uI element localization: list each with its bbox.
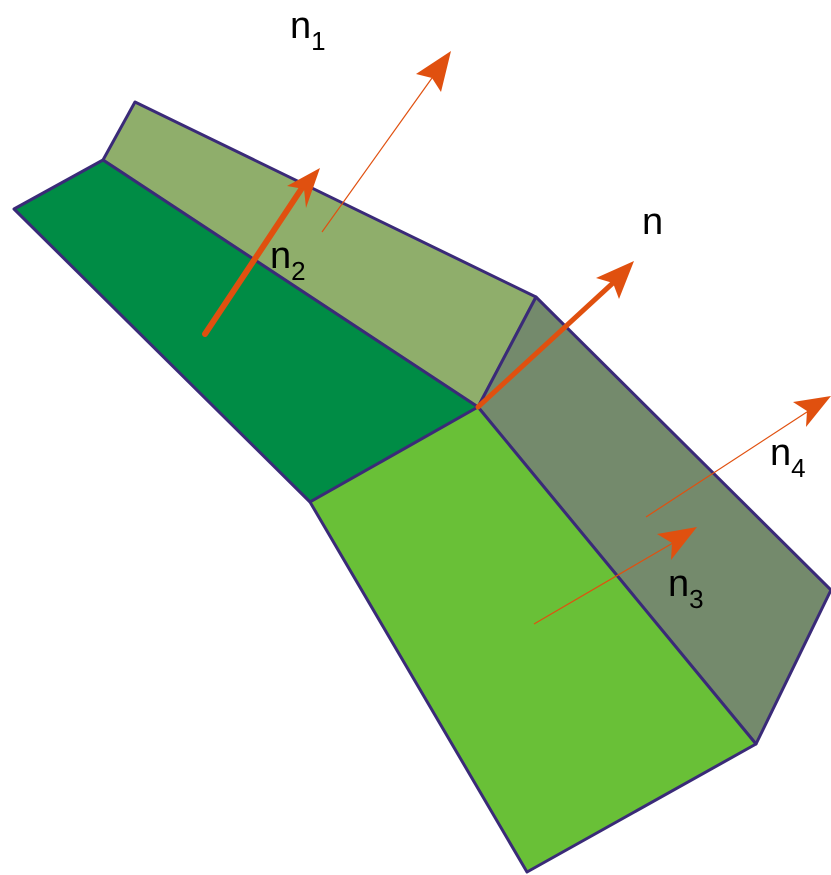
normal-n2-arrowhead	[287, 168, 320, 208]
label-n1-base: n	[290, 5, 311, 47]
normal-n-line	[475, 279, 617, 410]
normal-n3-arrowhead	[657, 527, 697, 560]
label-n1: n1	[290, 5, 326, 56]
label-n2-base: n	[270, 235, 291, 277]
label-n4-sub: 4	[791, 453, 805, 483]
normal-n-arrowhead	[596, 261, 634, 299]
label-n3-base: n	[668, 563, 689, 605]
label-n4-base: n	[770, 432, 791, 474]
label-n3-sub: 3	[689, 584, 703, 614]
normal-n1-arrowhead	[416, 51, 451, 92]
label-n4: n4	[770, 432, 806, 483]
face-3-lower-strip	[308, 405, 758, 874]
label-n-base: n	[642, 201, 663, 243]
normal-n1-line	[321, 77, 433, 233]
label-n2: n2	[270, 235, 306, 286]
label-n2-sub: 2	[291, 256, 305, 286]
label-n3: n3	[668, 563, 704, 614]
normal-n4-line	[645, 409, 811, 518]
label-n1-sub: 1	[311, 26, 325, 56]
label-n: n	[642, 201, 663, 243]
normal-n4-arrowhead	[793, 396, 831, 427]
normal-n3-line	[533, 539, 679, 625]
normal-n2-line	[202, 185, 305, 337]
